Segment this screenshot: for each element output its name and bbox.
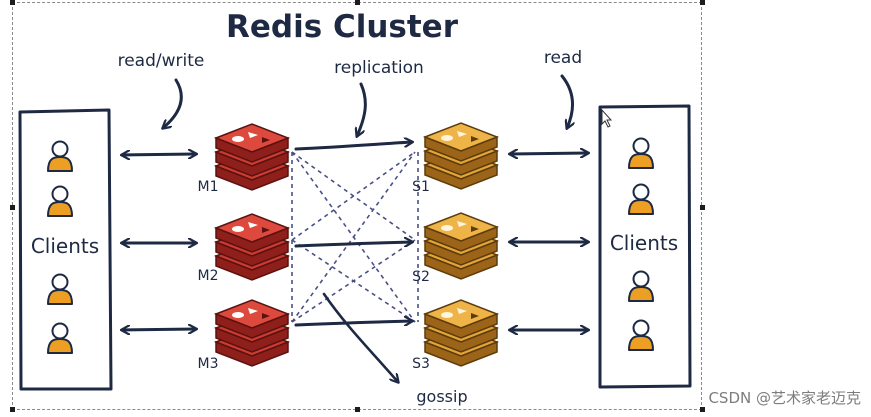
slave-node-label: S1 bbox=[412, 179, 430, 195]
left-clients-label: Clients bbox=[31, 234, 99, 258]
replication-arrow bbox=[294, 242, 412, 248]
slave-node-label: S3 bbox=[412, 356, 430, 372]
master-node-m3-icon bbox=[215, 299, 289, 367]
resize-handle-top-middle[interactable] bbox=[355, 0, 360, 5]
client-link-arrow bbox=[122, 154, 196, 155]
resize-handle-bottom-left[interactable] bbox=[10, 407, 15, 412]
left-clients-panel bbox=[18, 108, 113, 391]
slave-node-s2-icon bbox=[424, 212, 498, 280]
watermark: CSDN @艺术家老迈克 bbox=[708, 389, 861, 407]
resize-handle-top-left[interactable] bbox=[10, 0, 15, 5]
resize-handle-top-right[interactable] bbox=[700, 0, 705, 5]
master-node-label: M1 bbox=[198, 179, 219, 195]
master-node-label: M3 bbox=[198, 356, 219, 372]
resize-handle-middle-left[interactable] bbox=[10, 205, 15, 210]
mouse-cursor-icon bbox=[601, 108, 613, 128]
read-write-label: read/write bbox=[118, 51, 205, 71]
replication-arrow bbox=[294, 142, 412, 151]
diagram-title: Redis Cluster bbox=[226, 9, 459, 45]
gossip-pointer-arrow bbox=[322, 292, 398, 382]
right-clients-label: Clients bbox=[610, 231, 678, 255]
slave-node-s1-icon bbox=[424, 122, 498, 190]
gossip-link-line bbox=[291, 151, 416, 241]
right-clients-panel bbox=[598, 104, 692, 389]
gossip-label: gossip bbox=[416, 387, 467, 406]
gossip-link-line bbox=[291, 151, 416, 323]
master-node-m2-icon bbox=[215, 213, 289, 281]
replication-label: replication bbox=[334, 58, 424, 78]
resize-handle-bottom-middle[interactable] bbox=[355, 407, 360, 412]
resize-handle-middle-right[interactable] bbox=[700, 205, 705, 210]
read-write-pointer-arrow bbox=[163, 78, 183, 128]
read-pointer-arrow bbox=[560, 74, 572, 128]
client-link-arrow bbox=[510, 153, 588, 154]
read-label: read bbox=[544, 48, 582, 68]
replication-pointer-arrow bbox=[357, 82, 367, 136]
master-node-label: M2 bbox=[198, 268, 219, 284]
replication-arrow bbox=[294, 321, 412, 327]
resize-handle-bottom-right[interactable] bbox=[700, 407, 705, 412]
client-link-arrow bbox=[122, 329, 196, 330]
master-node-m1-icon bbox=[215, 123, 289, 191]
slave-node-s3-icon bbox=[424, 299, 498, 367]
gossip-link-line bbox=[291, 239, 416, 323]
slave-node-label: S2 bbox=[412, 269, 430, 285]
